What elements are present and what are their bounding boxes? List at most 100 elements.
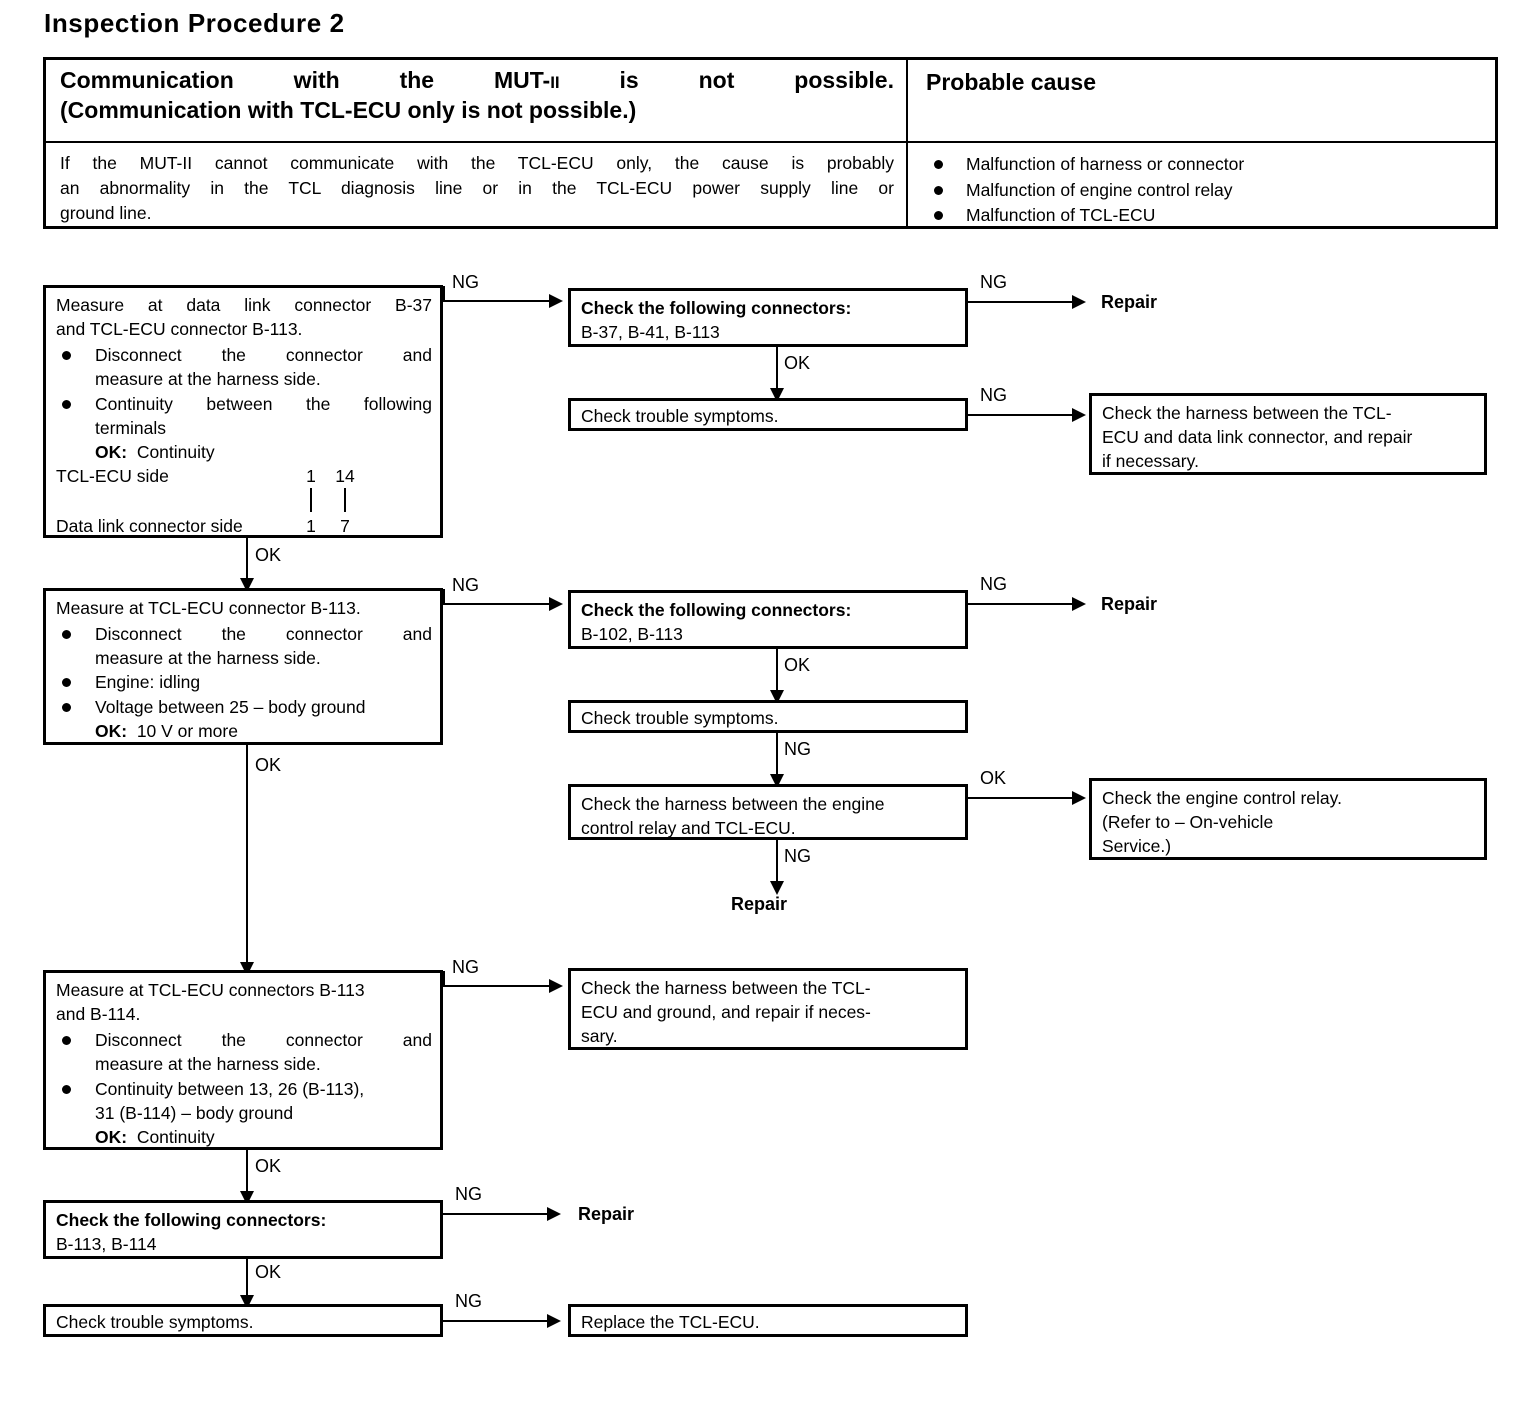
- edge-label-ng: NG: [980, 574, 1007, 594]
- edge-label-ok: OK: [255, 545, 282, 565]
- connector-step2-to-step3: [246, 745, 248, 967]
- probable-cause-header-cell: Probable cause: [908, 60, 1495, 141]
- step1-title: Measure at data link connector B-37 and …: [56, 295, 432, 340]
- table-header-row: Communication with the MUT-II is not pos…: [46, 60, 1495, 143]
- edge-label-ok: OK: [255, 755, 282, 775]
- step2-harness-repair-label: Repair: [731, 894, 788, 914]
- list-item: Disconnect the connector and measure at …: [56, 622, 432, 670]
- edge-label-ng: NG: [980, 272, 1007, 292]
- page-title: Inspection Procedure 2: [44, 8, 345, 38]
- terminal-link-bars: [56, 488, 432, 514]
- edge-label-ok: OK: [980, 768, 1007, 788]
- arrow-step5-replace: [547, 1314, 561, 1328]
- connector-step2-harness-repair: [776, 840, 778, 883]
- edge-label-ng: NG: [980, 385, 1007, 405]
- edge-label-ok: OK: [255, 1156, 282, 1176]
- symptom-title-line1-a: Communication with the MUT-: [60, 67, 551, 93]
- step1-bullets: Disconnect the connector and measure at …: [56, 343, 432, 440]
- arrow-step2-repair: [1072, 597, 1086, 611]
- table-body-row: If the MUT-II cannot communicate with th…: [46, 143, 1495, 228]
- step3-ok-criteria: OK: Continuity: [95, 1126, 215, 1147]
- connector-step2-repair: [968, 603, 1072, 605]
- symptom-desc-line3: ground line.: [60, 202, 152, 223]
- arrow-step1-ng: [549, 294, 563, 308]
- symptom-title-line2: (Communication with TCL-ECU only is not …: [60, 96, 637, 123]
- edge-label-ng: NG: [784, 739, 811, 759]
- step2-trouble-symptoms-box: Check trouble symptoms.: [568, 700, 968, 733]
- step3-bullets: Disconnect the connector and measure at …: [56, 1028, 432, 1125]
- step1-harness-box: Check the harness between the TCL- ECU a…: [1089, 393, 1487, 475]
- connector-step3-ng-horizontal: [443, 985, 549, 987]
- connector-step2-trouble-ng: [776, 733, 778, 776]
- step2-harness-box: Check the harness between the engine con…: [568, 784, 968, 840]
- table-row: Data link connector side 1 7: [56, 516, 350, 537]
- connector-step4-repair: [443, 1213, 547, 1215]
- list-item: Disconnect the connector and measure at …: [56, 343, 432, 391]
- step4-repair-label: Repair: [578, 1204, 635, 1224]
- connector-step2-relay: [968, 797, 1072, 799]
- step3-measure-box: Measure at TCL-ECU connectors B-113 and …: [43, 970, 443, 1150]
- symptom-header-cell: Communication with the MUT-II is not pos…: [46, 60, 908, 141]
- edge-label-ng: NG: [455, 1184, 482, 1204]
- connector-step4-to-step5: [246, 1259, 248, 1297]
- list-item: Voltage between 25 – body ground: [56, 695, 432, 719]
- step5-trouble-symptoms-box: Check trouble symptoms.: [43, 1304, 443, 1337]
- symptom-title: Communication with the MUT-II is not pos…: [46, 60, 906, 126]
- edge-label-ng: NG: [784, 846, 811, 866]
- arrow-step1-repair: [1072, 295, 1086, 309]
- edge-label-ng: NG: [452, 272, 479, 292]
- step3-harness-box: Check the harness between the TCL- ECU a…: [568, 968, 968, 1050]
- edge-label-ok: OK: [255, 1262, 282, 1282]
- step1-trouble-symptoms-box: Check trouble symptoms.: [568, 398, 968, 431]
- step2-ok-criteria: OK: 10 V or more: [95, 720, 238, 741]
- probable-cause-title: Probable cause: [926, 69, 1097, 95]
- connector-step1-ng-vertical: [443, 286, 445, 302]
- connector-step3-to-step4: [246, 1150, 248, 1193]
- edge-label-ok: OK: [784, 353, 811, 373]
- arrow-step3-ng: [549, 979, 563, 993]
- step4-check-connectors-box: Check the following connectors: B-113, B…: [43, 1200, 443, 1259]
- step1-check-connectors-box: Check the following connectors: B-37, B-…: [568, 288, 968, 347]
- connector-step3-ng-vertical: [443, 971, 445, 987]
- edge-label-ng: NG: [452, 957, 479, 977]
- connector-step1-to-step2: [246, 538, 248, 580]
- symptom-description-cell: If the MUT-II cannot communicate with th…: [46, 143, 908, 228]
- list-item: Engine: idling: [56, 670, 432, 694]
- edge-label-ok: OK: [784, 655, 811, 675]
- step1-ok-criteria: OK: Continuity: [95, 441, 215, 462]
- connector-step1-repair: [968, 301, 1072, 303]
- step2-engine-control-relay-box: Check the engine control relay. (Refer t…: [1089, 778, 1487, 860]
- connector-step5-replace: [443, 1320, 547, 1322]
- edge-label-ng: NG: [452, 575, 479, 595]
- symptom-desc-line2: an abnormality in the TCL diagnosis line…: [60, 177, 894, 198]
- list-item: Malfunction of TCL-ECU: [930, 203, 1495, 229]
- arrow-step2-ng: [549, 597, 563, 611]
- arrow-step2-relay: [1072, 791, 1086, 805]
- mut-ii-numeral: II: [550, 73, 560, 92]
- list-item: Continuity between the following termina…: [56, 392, 432, 440]
- step1-repair-label: Repair: [1101, 292, 1158, 312]
- step2-check-connectors-box: Check the following connectors: B-102, B…: [568, 590, 968, 649]
- symptom-description: If the MUT-II cannot communicate with th…: [46, 143, 906, 226]
- connector-step1-harness: [968, 414, 1072, 416]
- step1-measure-box: Measure at data link connector B-37 and …: [43, 285, 443, 538]
- arrow-step1-harness: [1072, 408, 1086, 422]
- symptom-table: Communication with the MUT-II is not pos…: [43, 57, 1498, 229]
- list-item: Malfunction of engine control relay: [930, 178, 1495, 204]
- step2-bullets: Disconnect the connector and measure at …: [56, 622, 432, 719]
- table-row: TCL-ECU side 1 14: [56, 465, 355, 486]
- probable-cause-list: Malfunction of harness or connector Malf…: [908, 143, 1495, 229]
- step2-repair-label: Repair: [1101, 594, 1158, 614]
- probable-cause-cell: Malfunction of harness or connector Malf…: [908, 143, 1495, 228]
- symptom-title-line1-b: is not possible.: [559, 67, 894, 93]
- edge-label-ng: NG: [455, 1291, 482, 1311]
- arrow-step2-harness-repair: [770, 881, 784, 895]
- list-item: Continuity between 13, 26 (B-113), 31 (B…: [56, 1077, 432, 1125]
- step1-terminal-table: TCL-ECU side 1 14 Data link connector si…: [56, 464, 432, 538]
- connector-step1-ng-horizontal: [443, 300, 549, 302]
- step2-measure-box: Measure at TCL-ECU connector B-113. Disc…: [43, 588, 443, 745]
- step3-title: Measure at TCL-ECU connectors B-113 and …: [56, 980, 365, 1025]
- symptom-desc-line1: If the MUT-II cannot communicate with th…: [60, 153, 894, 173]
- list-item: Malfunction of harness or connector: [930, 152, 1495, 178]
